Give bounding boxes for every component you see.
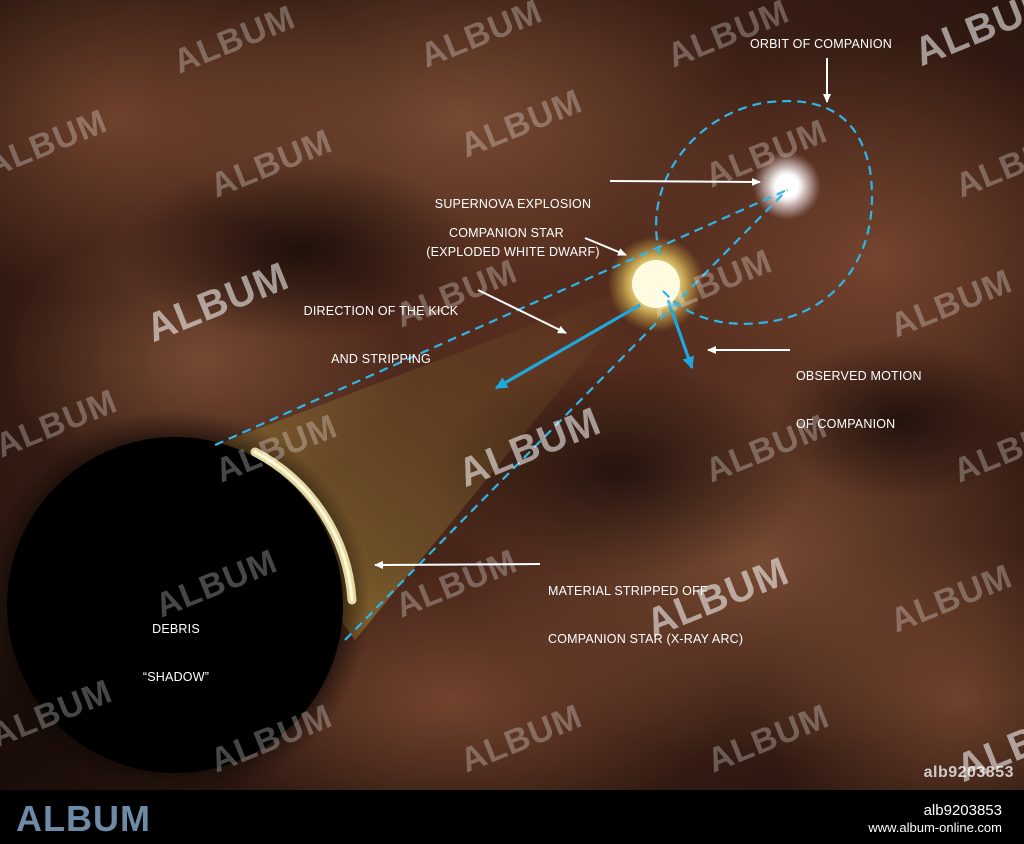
supernova-label-line-2: (EXPLODED WHITE DWARF) [426, 245, 600, 259]
footer-bar: ALBUM alb9203853 www.album-online.com [0, 790, 1024, 844]
kick-label-line-2: AND STRIPPING [331, 352, 431, 366]
direction-of-kick-label: DIRECTION OF THE KICK AND STRIPPING [290, 271, 472, 399]
image-code: alb9203853 [923, 764, 1014, 781]
material-label-line-2: COMPANION STAR (X-RAY ARC) [548, 632, 744, 646]
debris-label-line-2: “SHADOW” [142, 670, 210, 684]
material-label-line-1: MATERIAL STRIPPED OFF [548, 584, 708, 598]
space-artwork [0, 0, 1024, 790]
orbit-of-companion-label: ORBIT OF COMPANION [750, 37, 893, 51]
companion-star-label: COMPANION STAR [449, 226, 564, 240]
observed-motion-line-1: OBSERVED MOTION [796, 369, 922, 383]
observed-motion-line-2: OF COMPANION [796, 417, 896, 431]
observed-motion-label: OBSERVED MOTION OF COMPANION [796, 336, 922, 464]
material-stripped-label: MATERIAL STRIPPED OFF COMPANION STAR (X-… [548, 551, 743, 679]
footer-image-code: alb9203853 [923, 802, 1002, 819]
debris-shadow-label: DEBRIS “SHADOW” [126, 589, 226, 717]
supernova-explosion-label: SUPERNOVA EXPLOSION (EXPLODED WHITE DWAR… [418, 164, 608, 292]
album-logo[interactable]: ALBUM [16, 798, 151, 839]
footer-url-link[interactable]: www.album-online.com [868, 820, 1002, 835]
kick-label-line-1: DIRECTION OF THE KICK [303, 304, 459, 318]
debris-label-line-1: DEBRIS [152, 622, 200, 636]
supernova-label-line-1: SUPERNOVA EXPLOSION [434, 197, 592, 211]
